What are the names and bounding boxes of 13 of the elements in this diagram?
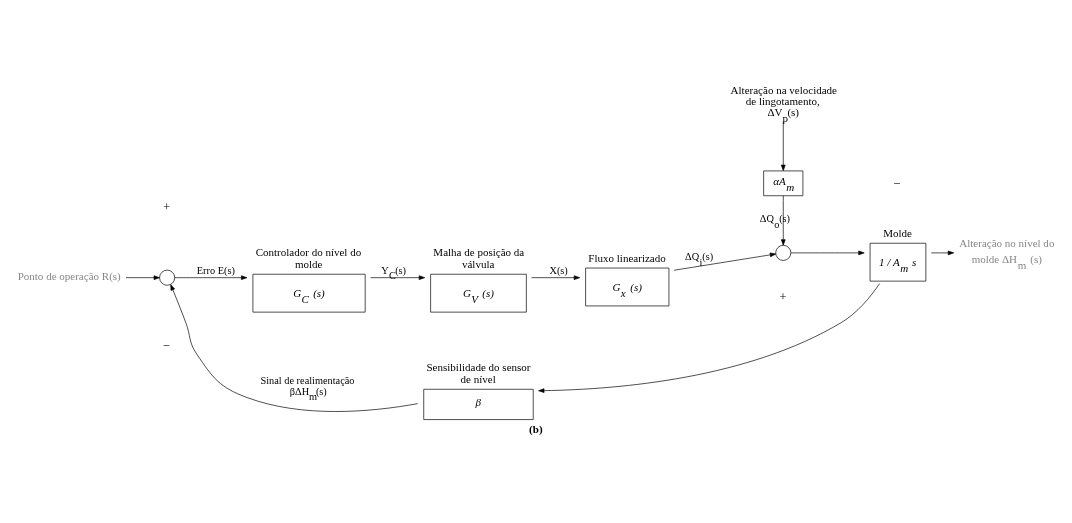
node-label: Sensibilidade do sensor de nível: [426, 360, 531, 385]
label: −: [163, 339, 171, 354]
node-label: Controlador do nível do molde: [255, 245, 362, 270]
node-text: Ponto de operação R(s): [17, 270, 121, 283]
node-label: Malha de posição da válvula: [433, 245, 525, 270]
node-label: Fluxo linearizado: [588, 251, 666, 264]
label: −: [893, 176, 901, 191]
label: +: [779, 289, 787, 304]
label: +: [163, 200, 171, 215]
node-label: Molde: [883, 226, 912, 239]
edge-label: Erro E(s): [196, 265, 235, 277]
edge-label: X(s): [549, 265, 568, 277]
caption: (b): [529, 423, 543, 436]
